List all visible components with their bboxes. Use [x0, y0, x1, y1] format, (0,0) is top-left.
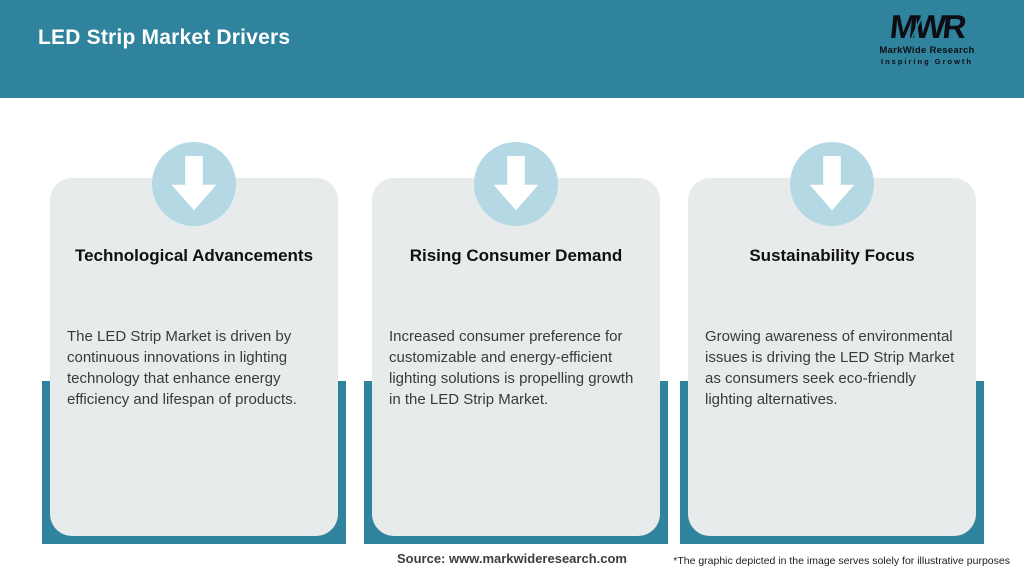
logo-name: MarkWide Research [879, 45, 975, 56]
header-bar: LED Strip Market Drivers MWR MarkWide Re… [0, 0, 1024, 98]
card-panel [372, 178, 660, 536]
arrow-down-icon [152, 142, 236, 226]
card-body-text: Increased consumer preference for custom… [389, 328, 634, 408]
card-title: Rising Consumer Demand [409, 246, 623, 265]
driver-card-sustainability-focus: Sustainability Focus Growing awareness o… [680, 142, 984, 544]
arrow-down-icon [790, 142, 874, 226]
driver-card-technological-advancements: Technological Advancements The LED Strip… [42, 142, 346, 544]
card-body-text: Growing awareness of environmental issue… [705, 328, 955, 408]
card-title: Technological Advancements [74, 246, 314, 265]
card-panel [688, 178, 976, 536]
logo-monogram: MWR [888, 8, 966, 45]
source-attribution: Source: www.markwideresearch.com [396, 551, 627, 566]
page-title: LED Strip Market Drivers [38, 26, 291, 49]
driver-card-rising-consumer-demand: Rising Consumer Demand Increased consume… [364, 142, 668, 544]
arrow-down-icon [474, 142, 558, 226]
disclaimer-note: *The graphic depicted in the image serve… [673, 555, 1010, 567]
card-title: Sustainability Focus [749, 246, 915, 265]
markwide-research-logo: MWR MarkWide Research Inspiring Growth [862, 8, 992, 66]
card-body-text: The LED Strip Market is driven by contin… [67, 328, 297, 408]
logo-tagline: Inspiring Growth [881, 57, 973, 66]
card-panel [50, 178, 338, 536]
